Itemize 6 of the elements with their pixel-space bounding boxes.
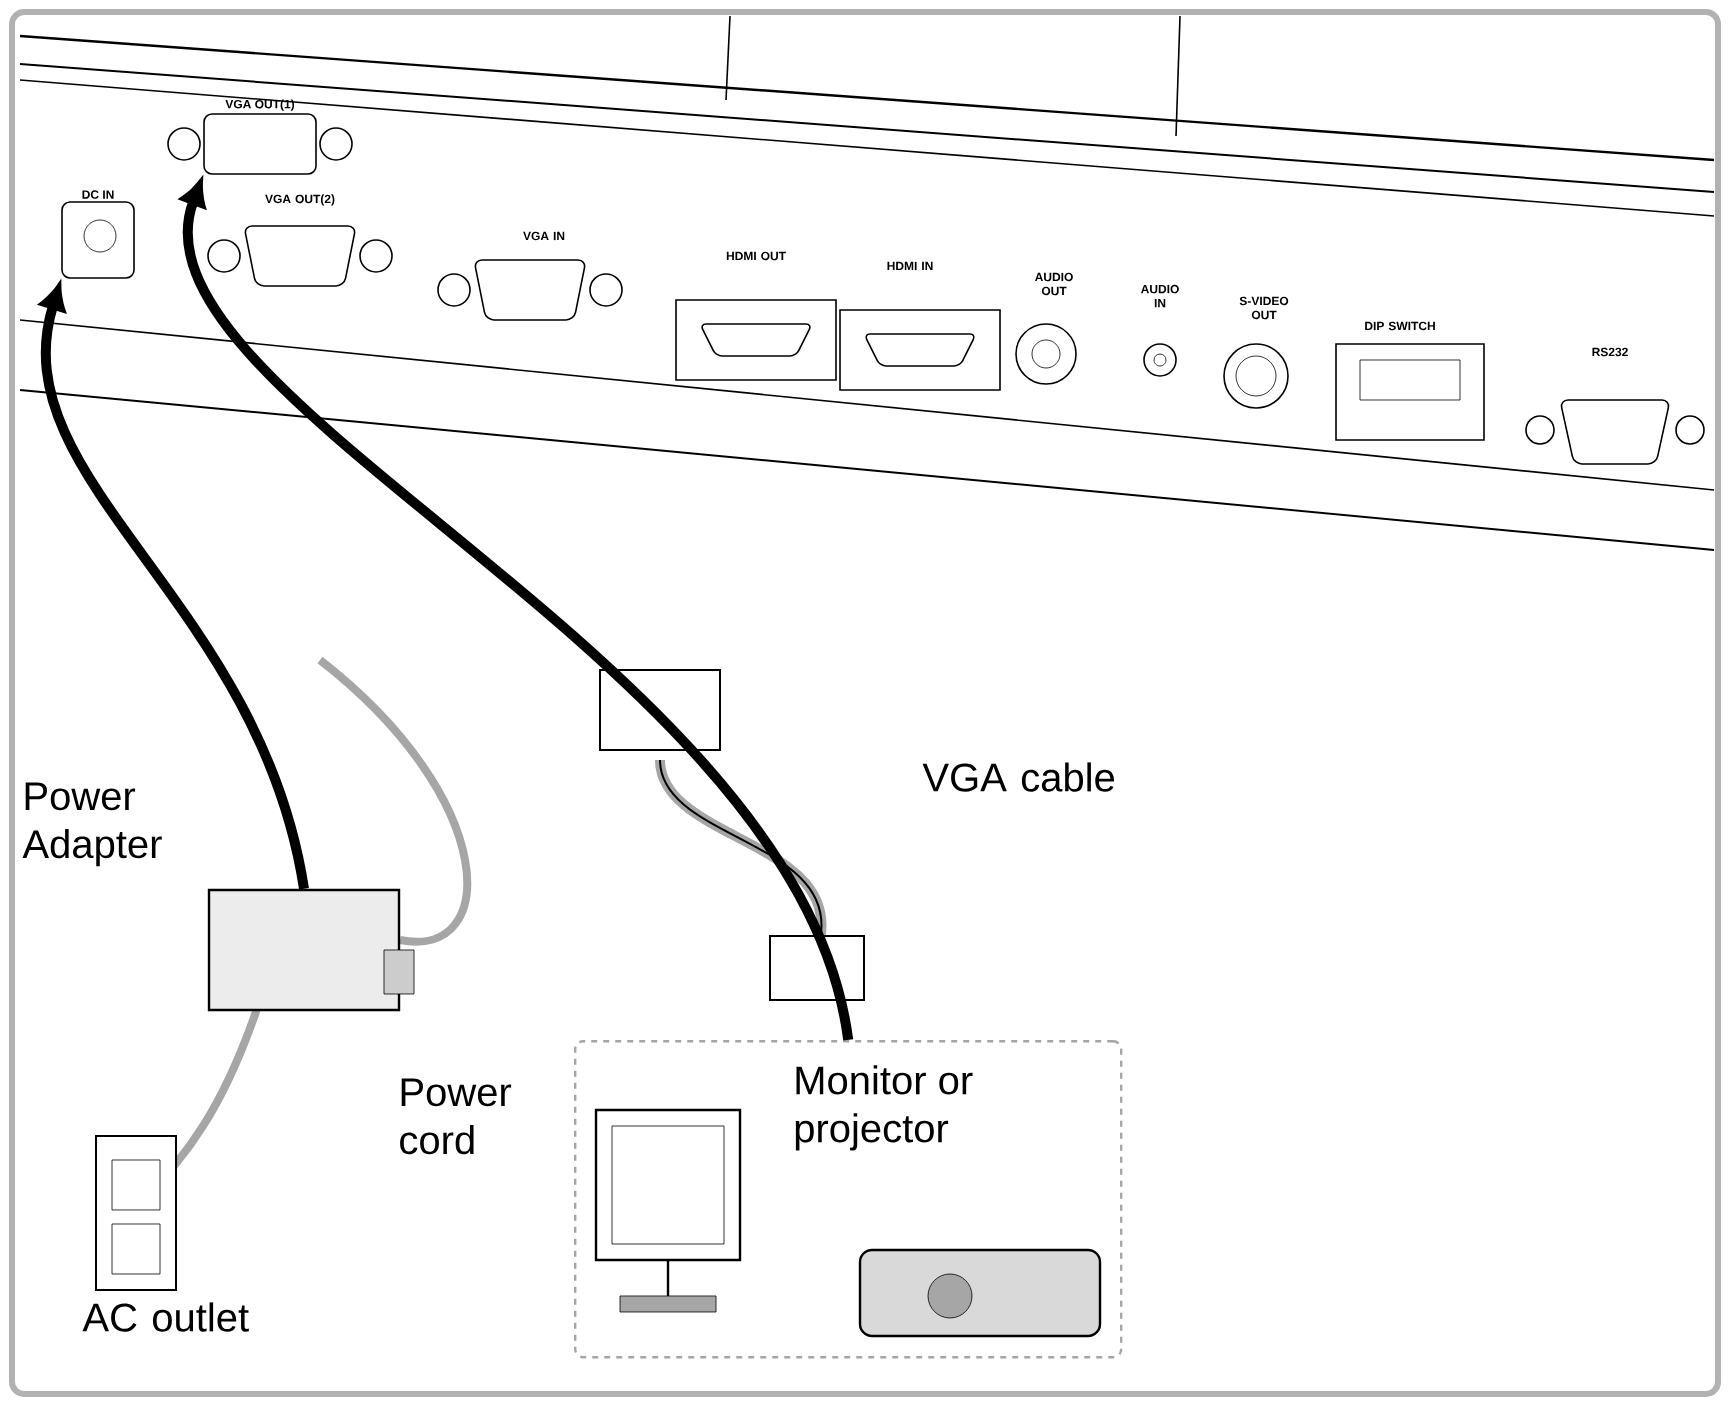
callout-label: Power Adapter: [22, 782, 162, 867]
callout-label: AC outlet: [82, 1302, 249, 1332]
power-adapter-box: [207, 888, 415, 1012]
callout-label: Power cord: [400, 1078, 512, 1155]
callout-label: VGA cable: [922, 762, 1114, 792]
device-group-box: Monitor or projector: [574, 1040, 1123, 1359]
